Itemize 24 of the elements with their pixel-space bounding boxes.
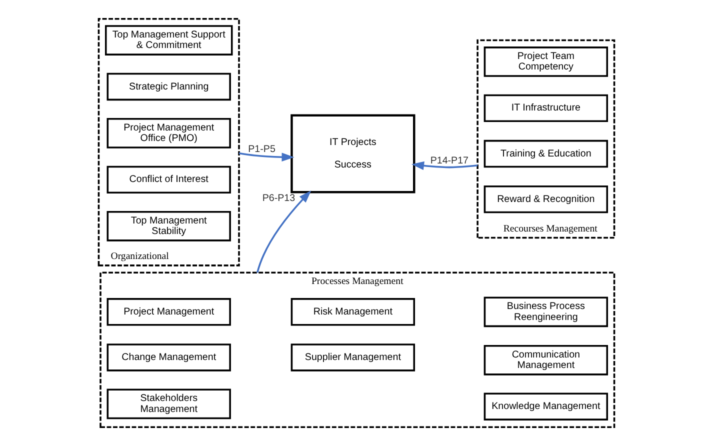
- node-box: Supplier Management: [290, 344, 416, 372]
- node-box: Business Process Reengineering: [484, 296, 608, 328]
- node-box: IT Infrastructure: [484, 94, 608, 122]
- node-box: Change Management: [106, 344, 231, 372]
- edge-label: P6-P13: [262, 193, 296, 204]
- node-box: Top Management Stability: [106, 210, 231, 242]
- node-box: Project Team Competency: [484, 46, 608, 77]
- node-box: Top Management Support & Commitment: [104, 25, 233, 56]
- node-box: Project Management: [106, 298, 231, 326]
- arrow: [238, 152, 294, 162]
- node-box: Reward & Recognition: [484, 185, 608, 214]
- arrow: [412, 161, 478, 170]
- node-box: Conflict of Interest: [106, 166, 231, 194]
- node-box: Risk Management: [290, 298, 416, 326]
- node-box: Communication Management: [484, 344, 608, 376]
- node-box: Knowledge Management: [484, 392, 608, 420]
- node-box: Project Management Office (PMO): [106, 118, 231, 148]
- edge-label: P1-P5: [248, 144, 276, 155]
- node-box: IT Projects Success: [290, 114, 416, 194]
- node-box: Training & Education: [484, 140, 608, 168]
- edge-label: P14-P17: [430, 155, 469, 166]
- node-box: Stakeholders Management: [106, 388, 231, 420]
- node-box: Strategic Planning: [106, 72, 231, 101]
- arrow: [256, 190, 312, 273]
